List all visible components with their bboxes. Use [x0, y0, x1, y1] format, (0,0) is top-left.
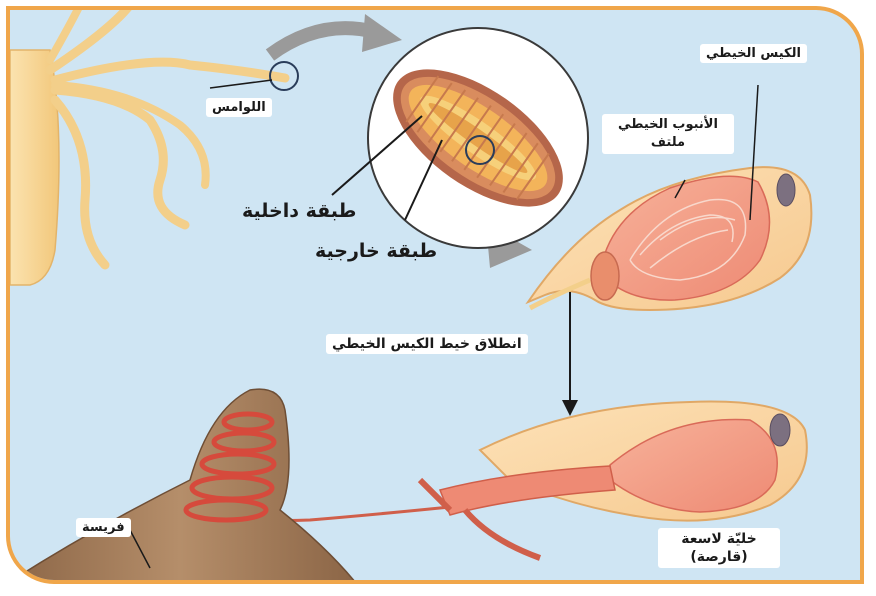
illustration [10, 10, 864, 584]
label-outer-layer: طبقة خارجية [315, 240, 437, 262]
discharge-arrow [562, 292, 578, 416]
label-thread-release: انطلاق خيط الكيس الخيطي [326, 334, 528, 354]
label-stinging-cell-line1: خليّة لاسعة [664, 530, 774, 548]
label-tentacles: اللوامس [206, 98, 272, 117]
label-inner-layer: طبقة داخلية [242, 200, 356, 222]
diagram-panel: اللوامس الكيس الخيطي الأنبوب الخيطي ملتف… [6, 6, 864, 584]
hydra-body [10, 10, 298, 285]
tentacle-pointer [210, 80, 272, 88]
label-prey: فريسة [76, 518, 131, 537]
label-coiled-tube-line1: الأنبوب الخيطي [608, 116, 728, 134]
label-nematocyst-sac: الكيس الخيطي [700, 44, 807, 63]
magnified-section [368, 28, 588, 248]
label-coiled-tube-line2: ملتف [608, 134, 728, 152]
label-stinging-cell-line2: (قارصة) [664, 548, 774, 566]
label-stinging-cell: خليّة لاسعة (قارصة) [658, 528, 780, 568]
prey-organism [10, 389, 360, 584]
label-coiled-tube: الأنبوب الخيطي ملتف [602, 114, 734, 154]
